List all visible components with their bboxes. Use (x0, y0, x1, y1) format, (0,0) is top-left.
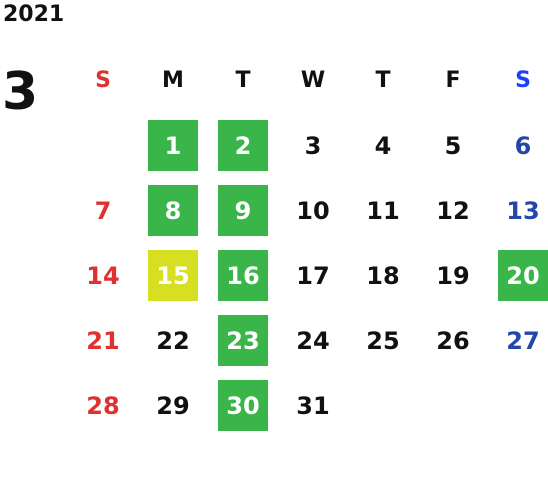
day-number: 27 (506, 326, 540, 355)
calendar-day[interactable]: 4 (348, 113, 418, 178)
day-number: 5 (444, 131, 462, 160)
weekday-header: F (445, 68, 461, 93)
day-number: 10 (296, 196, 330, 225)
day-number: 29 (156, 391, 190, 420)
calendar-day[interactable]: 14 (68, 243, 138, 308)
event-highlight (218, 120, 268, 171)
calendar-day[interactable]: 24 (278, 308, 348, 373)
day-number: 18 (366, 261, 400, 290)
calendar-day[interactable]: 3 (278, 113, 348, 178)
year-label: 2021 (3, 2, 65, 27)
day-number: 8 (164, 196, 182, 225)
calendar-day[interactable]: 2 (208, 113, 278, 178)
day-number: 16 (226, 261, 260, 290)
calendar-day[interactable]: 17 (278, 243, 348, 308)
day-number: 7 (94, 196, 112, 225)
weekday-header: T (375, 68, 391, 93)
day-number: 15 (156, 261, 190, 290)
calendar-day[interactable]: 9 (208, 178, 278, 243)
calendar-day[interactable]: 12 (418, 178, 488, 243)
day-number: 30 (226, 391, 260, 420)
calendar-day[interactable]: 16 (208, 243, 278, 308)
event-highlight (218, 380, 268, 431)
day-number: 26 (436, 326, 470, 355)
calendar-day[interactable]: 30 (208, 373, 278, 438)
today-highlight (148, 250, 198, 301)
calendar-day[interactable]: 15 (138, 243, 208, 308)
day-number: 19 (436, 261, 470, 290)
event-highlight (498, 250, 548, 301)
day-number: 9 (234, 196, 252, 225)
event-highlight (148, 120, 198, 171)
event-highlight (218, 315, 268, 366)
calendar-day[interactable]: 27 (488, 308, 548, 373)
day-number: 11 (366, 196, 400, 225)
calendar-day[interactable]: 7 (68, 178, 138, 243)
day-number: 31 (296, 391, 330, 420)
day-number: 3 (304, 131, 322, 160)
calendar-day[interactable]: 21 (68, 308, 138, 373)
weekday-header: S (95, 68, 111, 93)
day-number: 25 (366, 326, 400, 355)
calendar-day[interactable]: 10 (278, 178, 348, 243)
event-highlight (218, 185, 268, 236)
calendar-day[interactable]: 1 (138, 113, 208, 178)
calendar-day[interactable]: 29 (138, 373, 208, 438)
calendar-day[interactable]: 26 (418, 308, 488, 373)
calendar-day[interactable]: 20 (488, 243, 548, 308)
day-number: 17 (296, 261, 330, 290)
event-highlight (148, 185, 198, 236)
day-number: 14 (86, 261, 120, 290)
day-number: 2 (234, 131, 252, 160)
calendar-day[interactable]: 6 (488, 113, 548, 178)
calendar-day[interactable]: 13 (488, 178, 548, 243)
day-number: 20 (506, 261, 540, 290)
calendar-day[interactable]: 31 (278, 373, 348, 438)
day-number: 23 (226, 326, 260, 355)
day-number: 22 (156, 326, 190, 355)
day-number: 4 (374, 131, 392, 160)
calendar-day[interactable]: 25 (348, 308, 418, 373)
weekday-header: S (515, 68, 531, 93)
day-number: 28 (86, 391, 120, 420)
day-number: 1 (164, 131, 182, 160)
calendar-day[interactable]: 8 (138, 178, 208, 243)
day-number: 21 (86, 326, 120, 355)
day-number: 12 (436, 196, 470, 225)
calendar-day[interactable]: 18 (348, 243, 418, 308)
calendar-day[interactable]: 23 (208, 308, 278, 373)
calendar-day[interactable]: 28 (68, 373, 138, 438)
weekday-header: M (162, 68, 184, 93)
weekday-header: W (300, 68, 326, 93)
month-number: 3 (2, 62, 39, 122)
calendar-day[interactable]: 5 (418, 113, 488, 178)
weekday-header: T (235, 68, 251, 93)
day-number: 6 (514, 131, 532, 160)
event-highlight (218, 250, 268, 301)
day-number: 13 (506, 196, 540, 225)
calendar-day[interactable]: 22 (138, 308, 208, 373)
calendar-day[interactable]: 19 (418, 243, 488, 308)
day-number: 24 (296, 326, 330, 355)
calendar-day[interactable]: 11 (348, 178, 418, 243)
